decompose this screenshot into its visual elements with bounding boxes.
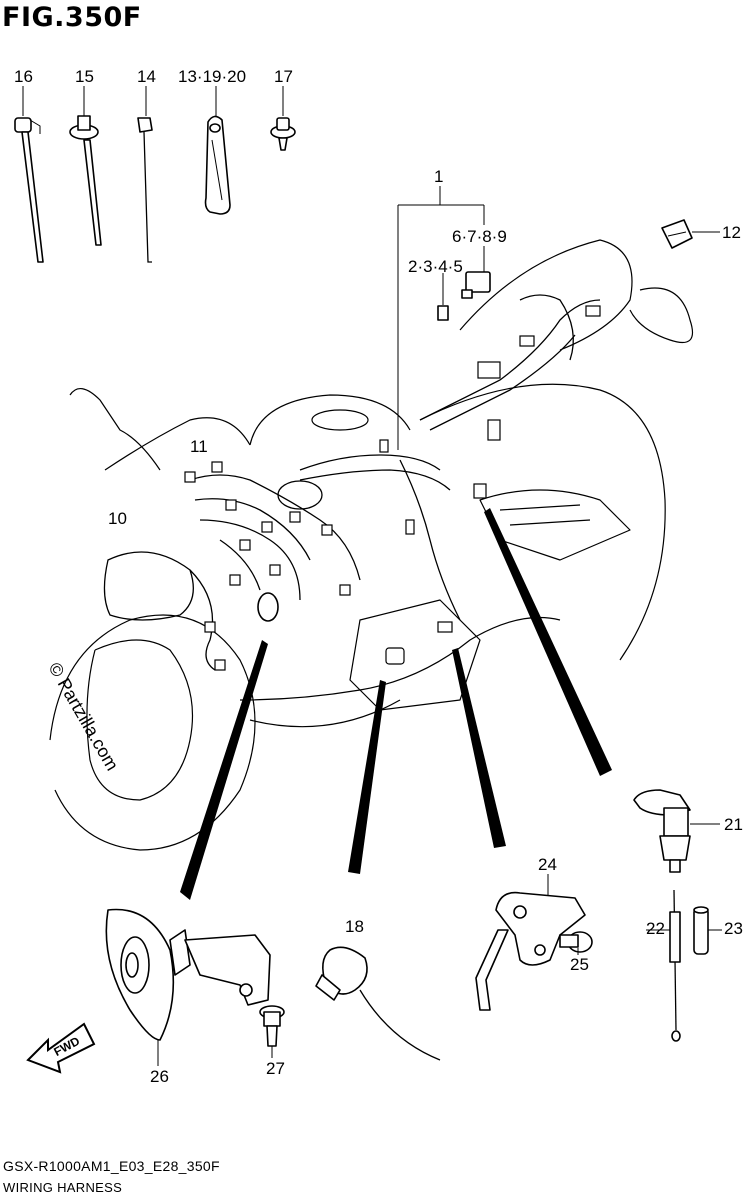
cable-tie-14[interactable] (137, 117, 153, 263)
figure-title: FIG.350F (2, 2, 142, 33)
callout-21: 21 (724, 815, 743, 834)
callout-22: 22 (646, 919, 665, 938)
sub-harness-11[interactable] (184, 461, 361, 601)
connector-12[interactable] (661, 219, 693, 249)
callout-13-19-20: 13·19·20 (178, 67, 246, 86)
forward-direction-icon: FWD (26, 1022, 96, 1074)
callout-25: 25 (570, 955, 589, 974)
callout-16: 16 (14, 67, 33, 86)
wire-22[interactable] (669, 889, 681, 1042)
fuse-2-5[interactable] (437, 305, 449, 321)
main-wiring-harness-1[interactable] (299, 294, 601, 633)
callout-26: 26 (150, 1067, 169, 1086)
switch-18[interactable] (315, 946, 441, 1061)
callout-6-9: 6·7·8·9 (452, 227, 507, 246)
cable-tie-clip-15[interactable] (69, 115, 102, 246)
figure-name: WIRING HARNESS (3, 1180, 123, 1195)
bolt-27[interactable] (259, 1005, 285, 1047)
callout-11: 11 (190, 437, 208, 456)
cable-tie-16[interactable] (14, 117, 44, 263)
callout-1: 1 (434, 167, 443, 186)
tube-23[interactable] (693, 906, 709, 955)
sub-harness-10[interactable] (103, 551, 226, 671)
callout-10: 10 (108, 509, 127, 528)
sensor-21[interactable] (633, 789, 691, 873)
watermark: © Partzilla.com (45, 659, 123, 774)
bolt-25[interactable] (559, 931, 593, 953)
clamp-13[interactable] (204, 115, 231, 215)
callout-17: 17 (274, 67, 293, 86)
callout-15: 15 (75, 67, 94, 86)
callout-27: 27 (266, 1059, 285, 1078)
callout-2-5: 2·3·4·5 (408, 257, 463, 276)
callout-18: 18 (345, 917, 364, 936)
callout-24: 24 (538, 855, 557, 874)
callout-12: 12 (722, 223, 741, 242)
clip-17[interactable] (270, 117, 296, 151)
bracket-24[interactable] (475, 891, 586, 1011)
figure-code: GSX-R1000AM1_E03_E28_350F (3, 1158, 220, 1174)
callout-14: 14 (137, 67, 156, 86)
motorcycle-outline (49, 239, 694, 851)
horn-26[interactable] (105, 908, 271, 1041)
callout-23: 23 (724, 919, 743, 938)
relay-6-9[interactable] (461, 271, 491, 299)
